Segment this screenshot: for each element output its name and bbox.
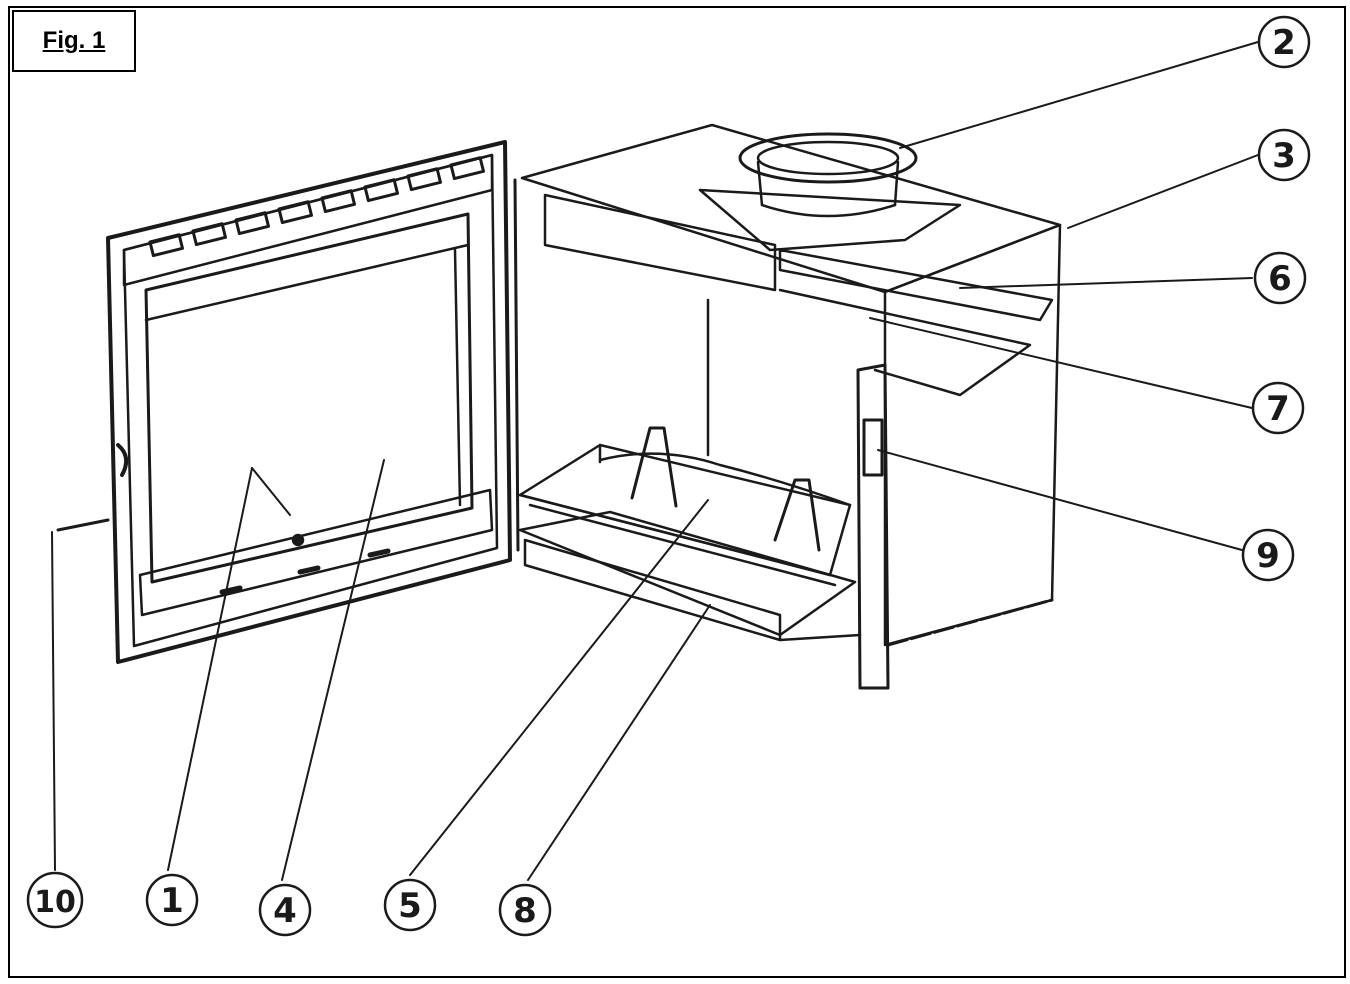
strip-slot-1	[219, 585, 243, 595]
callout-2: 2	[1257, 15, 1311, 69]
flue-collar	[738, 132, 918, 218]
callout-9: 9	[1241, 528, 1295, 582]
glass-top-bar	[144, 243, 470, 322]
door-handle	[116, 443, 129, 477]
callout-9-number: 9	[1256, 536, 1280, 576]
figure-frame	[8, 6, 1346, 978]
grate	[518, 426, 852, 587]
firebox-left-edge	[513, 178, 520, 552]
firebox-body	[513, 123, 1062, 690]
callout-10-number: 10	[34, 885, 76, 920]
door-glass-panel	[144, 212, 474, 584]
glass-right-edge	[453, 248, 462, 507]
callout-4-number: 4	[273, 891, 297, 931]
deflector-plate	[778, 288, 1032, 397]
callout-7: 7	[1251, 381, 1305, 435]
callout-4: 4	[258, 883, 312, 937]
front-hood-panel	[543, 193, 777, 292]
collar-plate	[698, 188, 962, 252]
right-front-post	[856, 363, 890, 690]
callout-6-number: 6	[1268, 259, 1292, 299]
callout-5: 5	[383, 878, 437, 932]
leader-lines	[51, 41, 1259, 881]
door-hinge-bolt	[56, 518, 110, 532]
callout-1-number: 1	[160, 881, 184, 921]
callout-3-number: 3	[1272, 136, 1296, 176]
callout-1: 1	[145, 873, 199, 927]
callouts: 2 3 6 7 9 10 1 4	[26, 15, 1311, 937]
ash-pan	[518, 510, 862, 642]
door-outer-frame	[106, 140, 512, 664]
callout-3: 3	[1257, 128, 1311, 182]
strip-slot-3	[367, 548, 391, 558]
firebox-right-side	[883, 223, 1062, 647]
callout-2-number: 2	[1272, 23, 1296, 63]
door-inner-frame	[122, 153, 499, 648]
figure-label: Fig. 1	[12, 10, 136, 72]
callout-7-number: 7	[1266, 389, 1290, 429]
post-bracket	[862, 418, 884, 477]
strip-slot-2	[297, 565, 321, 575]
grille-slots	[148, 156, 485, 258]
air-control-knob	[291, 533, 305, 547]
callout-6: 6	[1253, 251, 1307, 305]
callout-8-number: 8	[513, 891, 537, 931]
baffle-plate	[778, 248, 1054, 322]
callout-5-number: 5	[398, 886, 422, 926]
callout-8: 8	[498, 883, 552, 937]
door-bottom-strip	[138, 488, 494, 617]
firebox-base-line	[886, 598, 1054, 647]
door-assembly	[56, 140, 512, 664]
callout-10: 10	[26, 871, 84, 929]
